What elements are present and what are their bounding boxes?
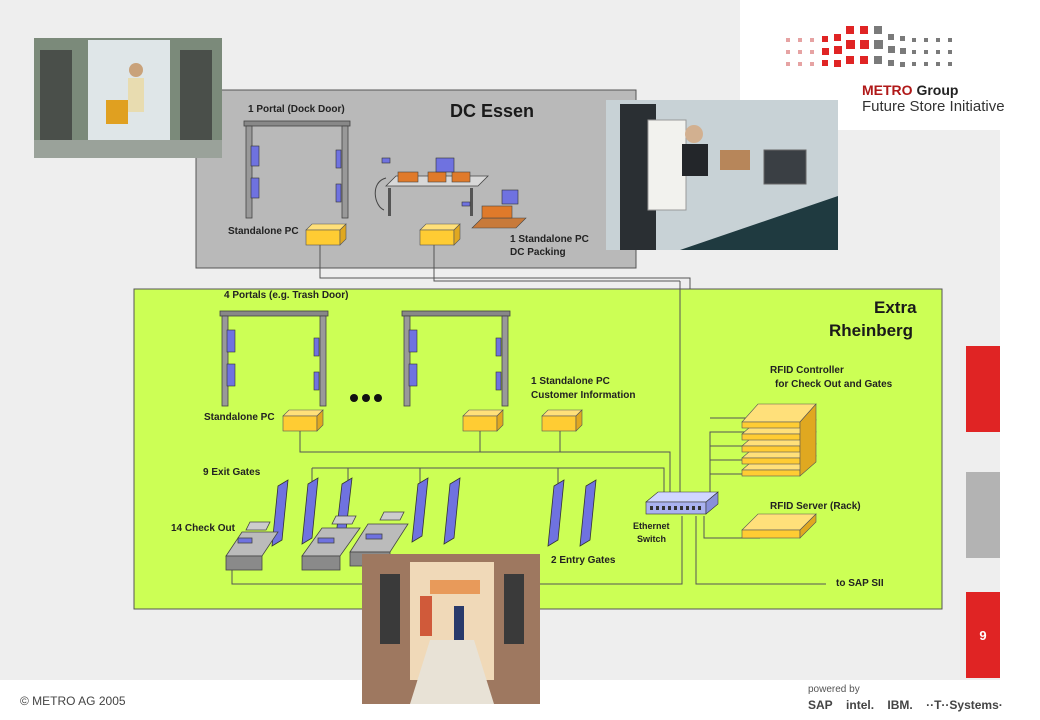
future-store-initiative: Future Store Initiative [862, 98, 1005, 115]
rheinberg-network-lines [231, 281, 826, 585]
rfid-controller-label-1: RFID Controller [770, 365, 844, 376]
rfid-server-label: RFID Server (Rack) [770, 501, 861, 512]
page-number: 9 [966, 592, 1000, 678]
ethernet-switch-label-1: Ethernet [633, 521, 670, 531]
checkout-label: 14 Check Out [171, 523, 236, 534]
dock-door-portal [243, 120, 351, 219]
sponsor-logos: SAP intel. IBM. ··T··Systems· [808, 698, 1013, 712]
packing-pc-label-1: 1 Standalone PC [510, 234, 589, 245]
dock-door-photo [34, 38, 222, 158]
customer-information-pc [541, 409, 583, 432]
essen-packing-pc [419, 223, 461, 246]
powered-by-label: powered by [808, 684, 860, 695]
ethernet-switch [645, 491, 719, 515]
side-marker-gray [966, 472, 1000, 558]
side-marker-red [966, 346, 1000, 432]
essen-standalone-pc [305, 223, 347, 246]
group-word: Group [916, 82, 959, 98]
exit-gates [271, 477, 461, 547]
metro-dot-logo [786, 26, 952, 67]
packing-station-photo [606, 100, 838, 250]
packing-station [374, 157, 527, 229]
essen-standalone-pc-label: Standalone PC [228, 226, 299, 237]
customer-pc-label-1: 1 Standalone PC [531, 376, 610, 387]
copyright-notice: © METRO AG 2005 [20, 694, 126, 708]
ellipsis-dots [350, 394, 382, 402]
rheinberg-standalone-pc-label: Standalone PC [204, 412, 275, 423]
trash-door-portal-1 [219, 310, 329, 407]
rheinberg-standalone-pc-2 [462, 409, 504, 432]
ethernet-switch-label-2: Switch [637, 534, 666, 544]
trash-door-portal-2 [401, 310, 511, 407]
tsystems-logo: ··T··Systems· [926, 698, 1003, 712]
rfid-controller-stack [741, 403, 817, 477]
ibm-logo: IBM. [887, 698, 913, 712]
metro-brand: METRO [862, 82, 913, 98]
customer-pc-label-2: Customer Information [531, 390, 635, 401]
store-entrance-photo [362, 554, 540, 704]
exit-gates-label: 9 Exit Gates [203, 467, 261, 478]
rheinberg-title-1: Extra [874, 298, 917, 317]
rheinberg-standalone-pc-1 [282, 409, 324, 432]
packing-pc-label-2: DC Packing [510, 247, 566, 258]
rheinberg-title-2: Rheinberg [829, 321, 913, 340]
dock-door-portal-label: 1 Portal (Dock Door) [248, 104, 345, 115]
rfid-server [741, 513, 817, 539]
metro-group-logo-text: METRO Group [862, 82, 958, 98]
sap-logo: SAP [808, 698, 833, 712]
dc-essen-title: DC Essen [450, 101, 534, 121]
entry-gates-label: 2 Entry Gates [551, 555, 616, 566]
intel-logo: intel. [846, 698, 875, 712]
portals-label: 4 Portals (e.g. Trash Door) [224, 290, 348, 301]
essen-uplink-lines [319, 245, 691, 289]
sap-link-label: to SAP SII [836, 578, 884, 589]
entry-gates [547, 479, 597, 547]
rfid-controller-label-2: for Check Out and Gates [775, 379, 893, 390]
